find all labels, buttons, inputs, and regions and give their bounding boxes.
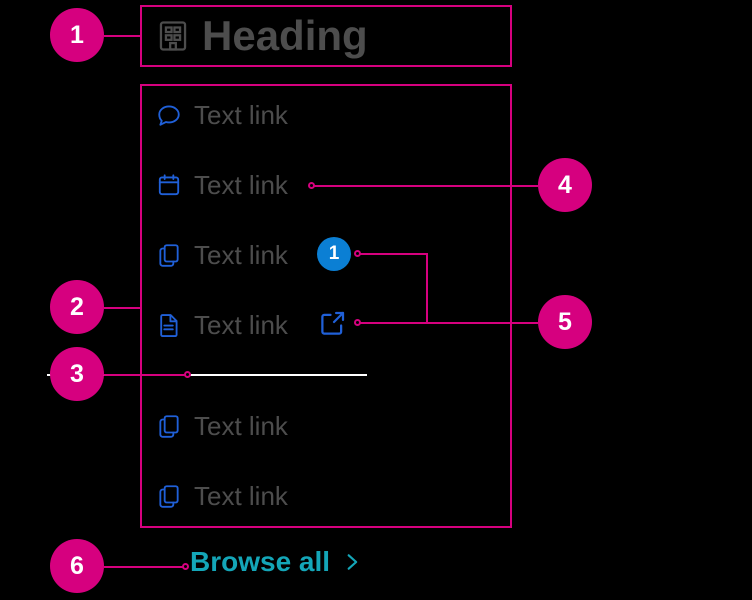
leader-line-4: [314, 185, 538, 187]
browse-all-label: Browse all: [190, 546, 331, 577]
menu-item-3[interactable]: Text link: [156, 238, 288, 272]
menu-item-label: Text link: [194, 240, 288, 270]
leader-line-5a: [360, 253, 428, 255]
menu-item-label: Text link: [194, 100, 288, 130]
menu-panel-outline-box: [140, 84, 512, 528]
file-text-icon: [156, 312, 182, 338]
leader-dot-3: [184, 371, 191, 378]
copy-document-icon: [156, 413, 182, 439]
leader-dot-6: [182, 563, 189, 570]
notification-badge: 1: [317, 237, 351, 271]
menu-item-6[interactable]: Text link: [156, 479, 288, 513]
menu-item-label: Text link: [194, 481, 288, 511]
leader-line-2: [104, 307, 142, 309]
callout-4: 4: [538, 158, 592, 212]
menu-panel: Text link Text link Text link: [140, 84, 512, 528]
building-icon: [156, 19, 190, 53]
leader-line-3: [104, 374, 190, 376]
menu-item-label: Text link: [194, 411, 288, 441]
menu-divider: [47, 374, 367, 376]
leader-line-5-vertical: [426, 253, 428, 323]
browse-all-link[interactable]: Browse all: [190, 548, 362, 576]
leader-line-6: [104, 566, 186, 568]
leader-line-1: [104, 35, 142, 37]
chevron-right-icon: [342, 549, 362, 575]
heading-outline-box: [140, 5, 512, 67]
chat-bubble-icon: [156, 102, 182, 128]
calendar-icon: [156, 172, 182, 198]
heading-label: Heading: [202, 12, 368, 59]
leader-line-5b: [360, 322, 538, 324]
callout-2: 2: [50, 280, 104, 334]
menu-item-5[interactable]: Text link: [156, 409, 288, 443]
menu-item-label: Text link: [194, 170, 288, 200]
external-link-icon[interactable]: [318, 308, 348, 338]
menu-item-4[interactable]: Text link: [156, 308, 288, 342]
callout-6: 6: [50, 539, 104, 593]
menu-heading: Heading: [140, 5, 512, 67]
leader-dot-5a: [354, 250, 361, 257]
menu-item-1[interactable]: Text link: [156, 98, 288, 132]
leader-dot-4: [308, 182, 315, 189]
menu-item-label: Text link: [194, 310, 288, 340]
callout-1: 1: [50, 8, 104, 62]
callout-5: 5: [538, 295, 592, 349]
menu-item-2[interactable]: Text link: [156, 168, 288, 202]
leader-dot-5b: [354, 319, 361, 326]
copy-document-icon: [156, 242, 182, 268]
copy-document-icon: [156, 483, 182, 509]
callout-3: 3: [50, 347, 104, 401]
